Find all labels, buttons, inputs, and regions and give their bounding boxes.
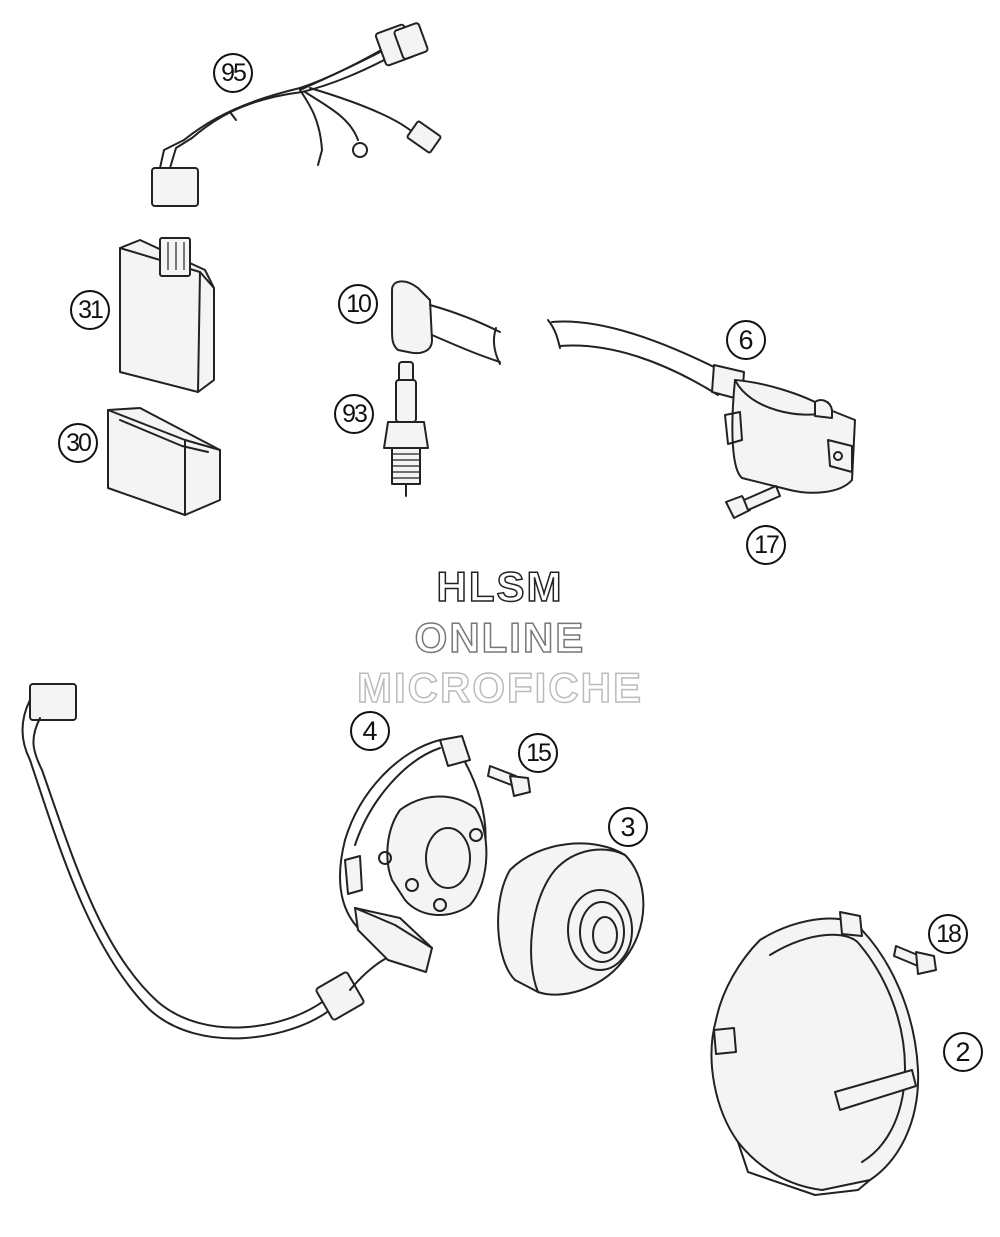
wiring-harness-part-95: [151, 22, 442, 207]
callout-3: 3: [608, 807, 648, 847]
callout-95: 95: [213, 53, 253, 93]
holder-part-30: [107, 407, 221, 516]
spark-plug-part-93: [383, 361, 429, 497]
callout-30: 30: [58, 423, 98, 463]
callout-15: 15: [518, 733, 558, 773]
watermark-line-3: MICROFICHE: [356, 663, 643, 712]
ignition-coil-part-6: [547, 319, 856, 494]
screw-part-17: [725, 485, 781, 519]
callout-17: 17: [746, 525, 786, 565]
callout-31: 31: [70, 290, 110, 330]
stator-part-4: [21, 683, 488, 1040]
callout-2: 2: [943, 1032, 983, 1072]
spark-plug-cap-part-10: [391, 280, 501, 365]
callout-10: 10: [338, 284, 378, 324]
screw-part-15: [487, 765, 531, 797]
watermark-line-1: HLSM: [436, 562, 564, 611]
callout-93: 93: [334, 394, 374, 434]
ignition-cover-part-2: [710, 911, 920, 1196]
callout-18: 18: [928, 914, 968, 954]
screw-part-18: [893, 945, 937, 975]
rotor-part-3: [497, 842, 645, 996]
callout-6: 6: [726, 320, 766, 360]
watermark-line-2: ONLINE: [414, 613, 586, 662]
cdi-unit-part-31: [119, 237, 215, 393]
callout-4: 4: [350, 711, 390, 751]
